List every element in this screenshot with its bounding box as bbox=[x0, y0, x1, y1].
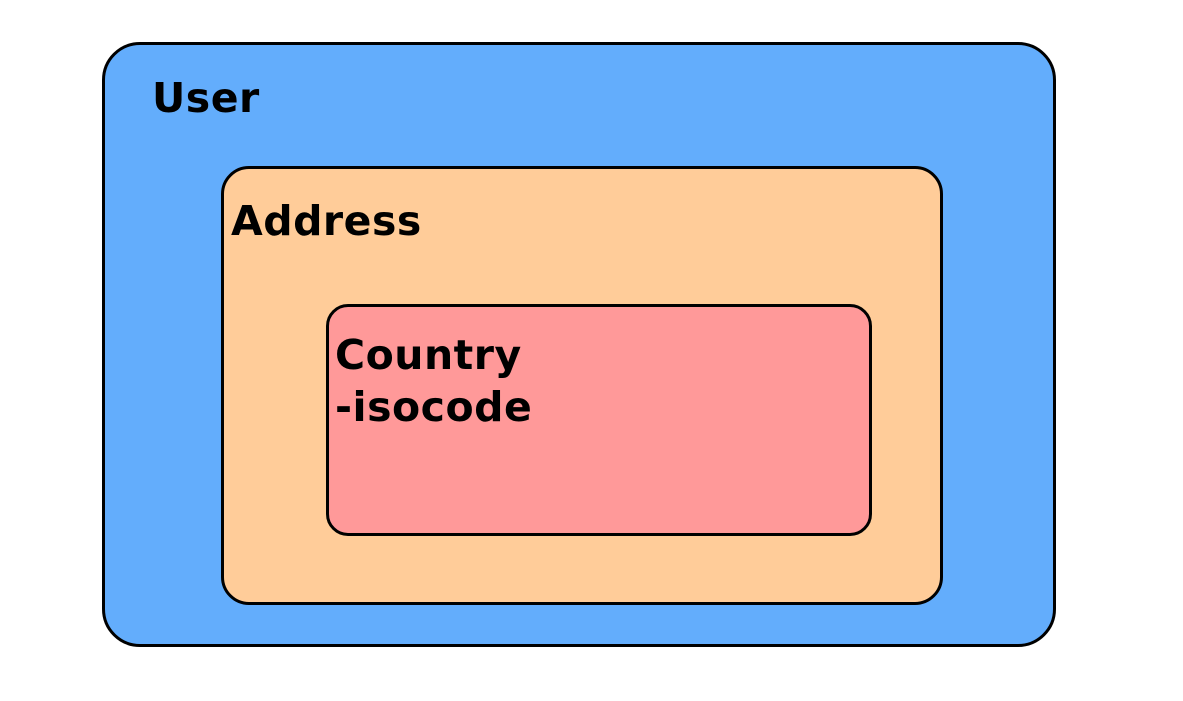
class-box-user[interactable]: User Address Country -isocode bbox=[102, 42, 1056, 647]
class-box-address[interactable]: Address Country -isocode bbox=[221, 166, 943, 605]
class-label-address: Address bbox=[231, 197, 422, 245]
class-label-country: Country bbox=[335, 331, 522, 379]
class-attribute-isocode: -isocode bbox=[335, 383, 533, 431]
class-box-country[interactable]: Country -isocode bbox=[326, 304, 872, 536]
class-label-user: User bbox=[152, 74, 260, 122]
